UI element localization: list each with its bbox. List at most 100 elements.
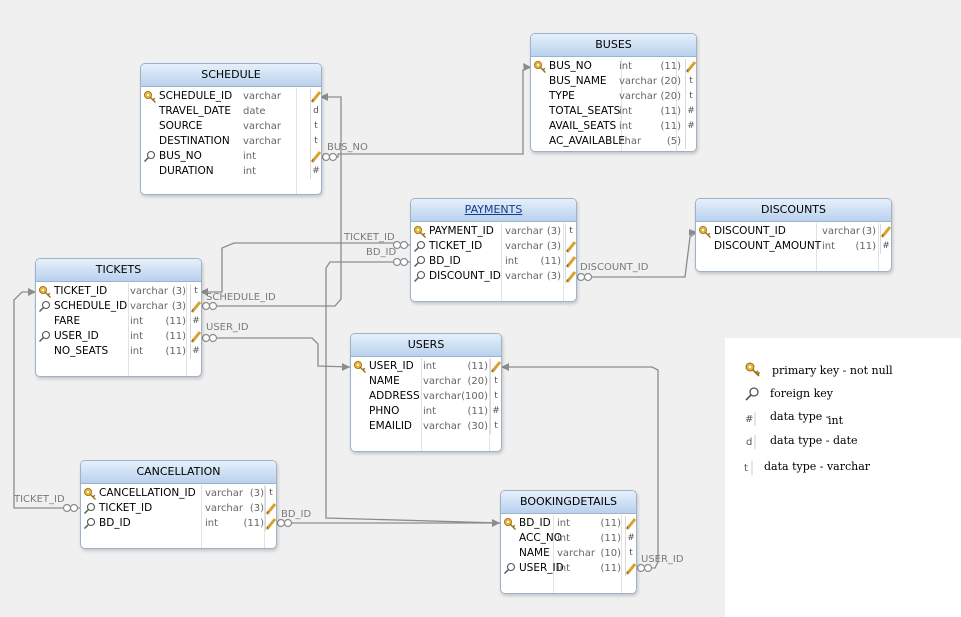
column-name: USER_ID (369, 360, 414, 372)
table-title: USERS (351, 334, 501, 357)
primary-key-icon (413, 225, 427, 238)
column-name: FARE (54, 315, 81, 327)
column-name: DISCOUNT_ID (714, 225, 786, 237)
grid-line (878, 223, 879, 271)
column-length: (3) (249, 503, 264, 514)
column-row[interactable]: BD_ID int (11) (501, 516, 636, 531)
foreign-key-icon (143, 150, 157, 163)
edit-icon (565, 239, 576, 254)
column-type: varchar (243, 91, 282, 102)
pk-legend-icon (744, 361, 762, 379)
date-legend-icon: d (744, 433, 762, 451)
table-title: BOOKINGDETAILS (501, 491, 636, 514)
column-type: int (557, 518, 571, 529)
relation-label-bus-no: BUS_NO (327, 142, 368, 153)
column-length: (11) (660, 61, 681, 72)
grid-line (816, 223, 817, 271)
column-type: int (557, 533, 571, 544)
relation-label-cancel-bd-id: BD_ID (281, 509, 312, 520)
type-code: t (490, 374, 501, 389)
grid-line (296, 88, 297, 194)
column-name: AC_AVAILABLE (549, 135, 625, 147)
column-name: BD_ID (99, 517, 131, 529)
column-length: (100) (461, 391, 488, 402)
column-length: (10) (600, 548, 621, 559)
relation-label-schedule-id: SCHEDULE_ID (206, 292, 276, 303)
table-schedule[interactable]: SCHEDULESCHEDULE_IDvarchar(3)TRAVEL_DATE… (140, 63, 322, 195)
relation-label-ticket-id: TICKET_ID (344, 232, 395, 243)
column-name: AVAIL_SEATS (549, 120, 617, 132)
column-length: (11) (600, 518, 621, 529)
column-type: int (130, 316, 144, 327)
svg-text:d: d (746, 437, 752, 448)
edit-icon (880, 224, 891, 239)
legend-background (725, 338, 961, 617)
column-name: DURATION (159, 165, 214, 177)
column-length: (3) (171, 301, 186, 312)
foreign-key-icon (413, 270, 427, 283)
column-type: varchar (205, 488, 244, 499)
column-name: SOURCE (159, 120, 203, 132)
svg-text:#: # (745, 414, 753, 425)
edit-icon (565, 269, 576, 284)
column-type: varchar (619, 91, 658, 102)
column-type: varchar (822, 226, 861, 237)
relation-label-bd-id: BD_ID (366, 247, 397, 258)
legend-int-prefix: data type - (770, 410, 830, 423)
edit-icon (490, 359, 501, 374)
legend-date-text: data type - date (770, 434, 858, 447)
type-code: t (190, 284, 201, 299)
column-name: TICKET_ID (429, 240, 483, 252)
foreign-key-icon (83, 502, 97, 515)
column-name: BUS_NO (549, 60, 592, 72)
edit-icon (265, 516, 276, 531)
column-name: BD_ID (519, 517, 551, 529)
edit-icon (565, 254, 576, 269)
column-type: int (557, 563, 571, 574)
column-type: int (130, 331, 144, 342)
type-code: t (490, 389, 501, 404)
column-type: int (243, 151, 257, 162)
